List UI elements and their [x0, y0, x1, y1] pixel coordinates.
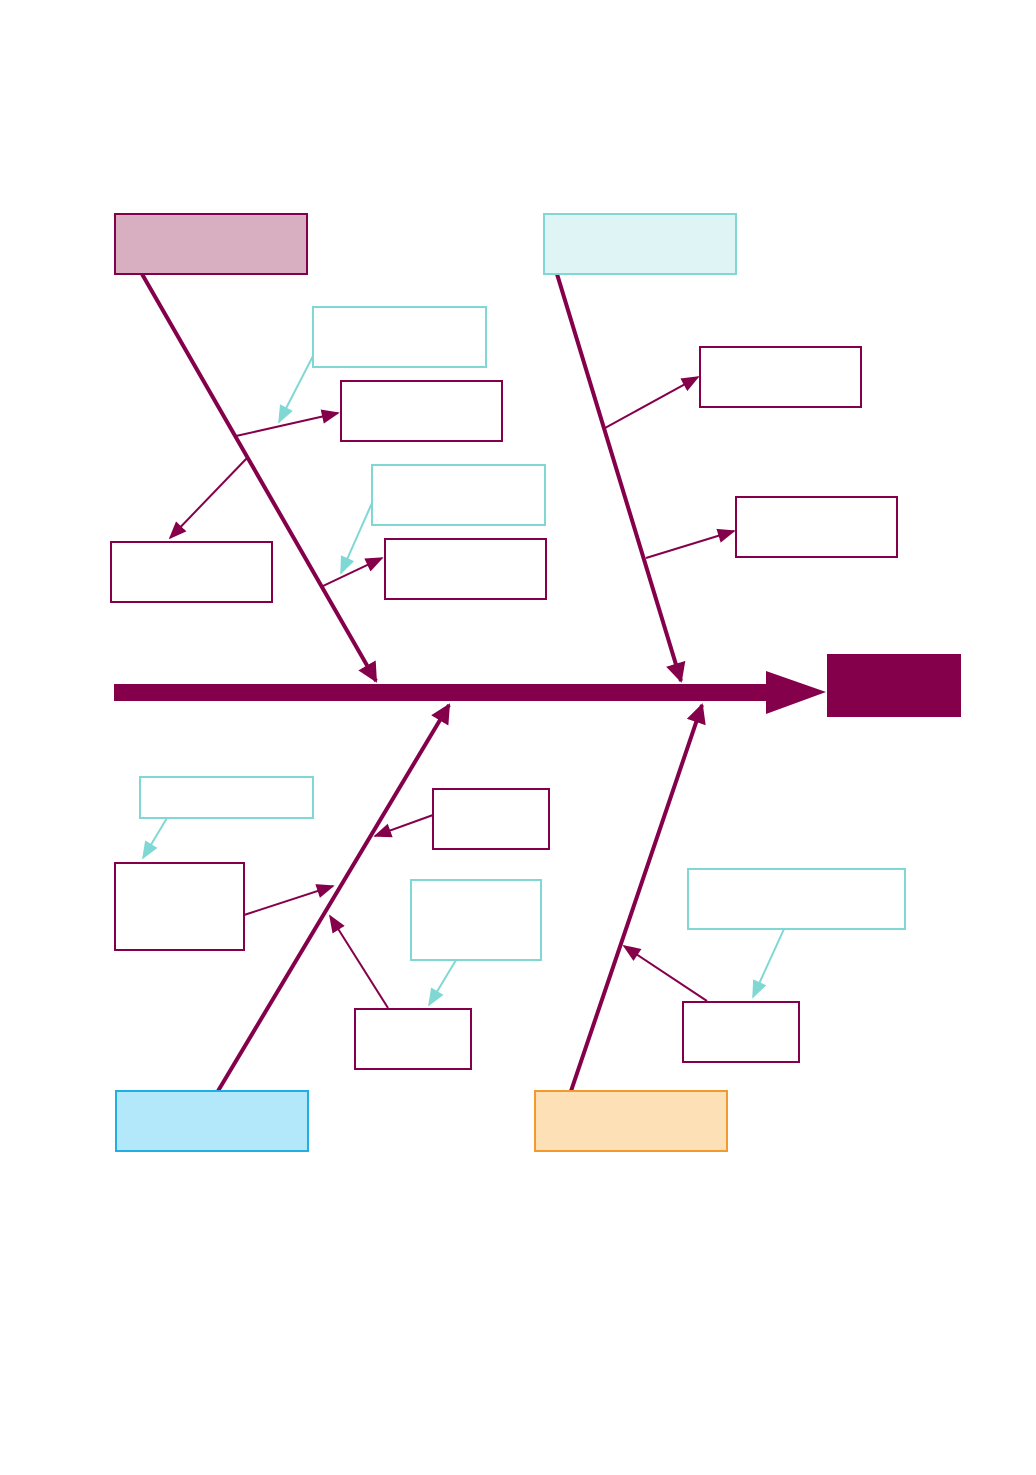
cause-box-tr-2 [735, 496, 898, 558]
category-box-bottom-left [115, 1090, 309, 1152]
sub-cause-box-bl-1 [139, 776, 314, 819]
sub-cause-box-br-1 [687, 868, 906, 930]
cause-box-tl-2 [110, 541, 273, 603]
branch-arrow-tl-1 [235, 409, 340, 437]
bone-bottom-right [569, 703, 706, 1092]
bone-top-left [140, 273, 378, 683]
category-box-bottom-right [534, 1090, 728, 1152]
branch-arrow-tl-3 [322, 557, 384, 587]
cause-box-br-1 [682, 1001, 800, 1063]
cause-box-bl-3 [354, 1008, 472, 1070]
cause-box-tl-1 [340, 380, 503, 442]
sub-arrow-br-1 [752, 928, 785, 999]
main-spine-arrowhead [766, 671, 826, 714]
sub-arrow-tl-1 [278, 355, 314, 424]
category-box-top-right [543, 213, 737, 275]
branch-arrow-tl-2 [168, 457, 248, 540]
bone-bottom-left [216, 703, 451, 1093]
sub-cause-box-tl-1 [312, 306, 487, 368]
branch-arrow-tr-2 [645, 528, 736, 559]
cause-box-bl-2 [432, 788, 550, 850]
sub-cause-box-tl-2 [371, 464, 546, 526]
sub-arrow-bl-1 [142, 817, 168, 860]
effect-box [827, 654, 961, 717]
main-spine [114, 684, 770, 701]
branch-arrow-br-1 [622, 945, 708, 1002]
category-box-top-left [114, 213, 308, 275]
branch-arrow-bl-2 [373, 814, 434, 838]
branch-arrow-bl-1 [243, 884, 335, 916]
sub-arrow-tl-2 [340, 502, 373, 575]
cause-box-tr-1 [699, 346, 862, 408]
sub-cause-box-bl-2 [410, 879, 542, 961]
cause-box-bl-1 [114, 862, 245, 951]
sub-arrow-bl-2 [428, 959, 457, 1007]
bone-top-right [555, 273, 686, 683]
branch-arrow-bl-3 [329, 914, 389, 1009]
branch-arrow-tr-1 [604, 376, 700, 429]
cause-box-tl-3 [384, 538, 547, 600]
